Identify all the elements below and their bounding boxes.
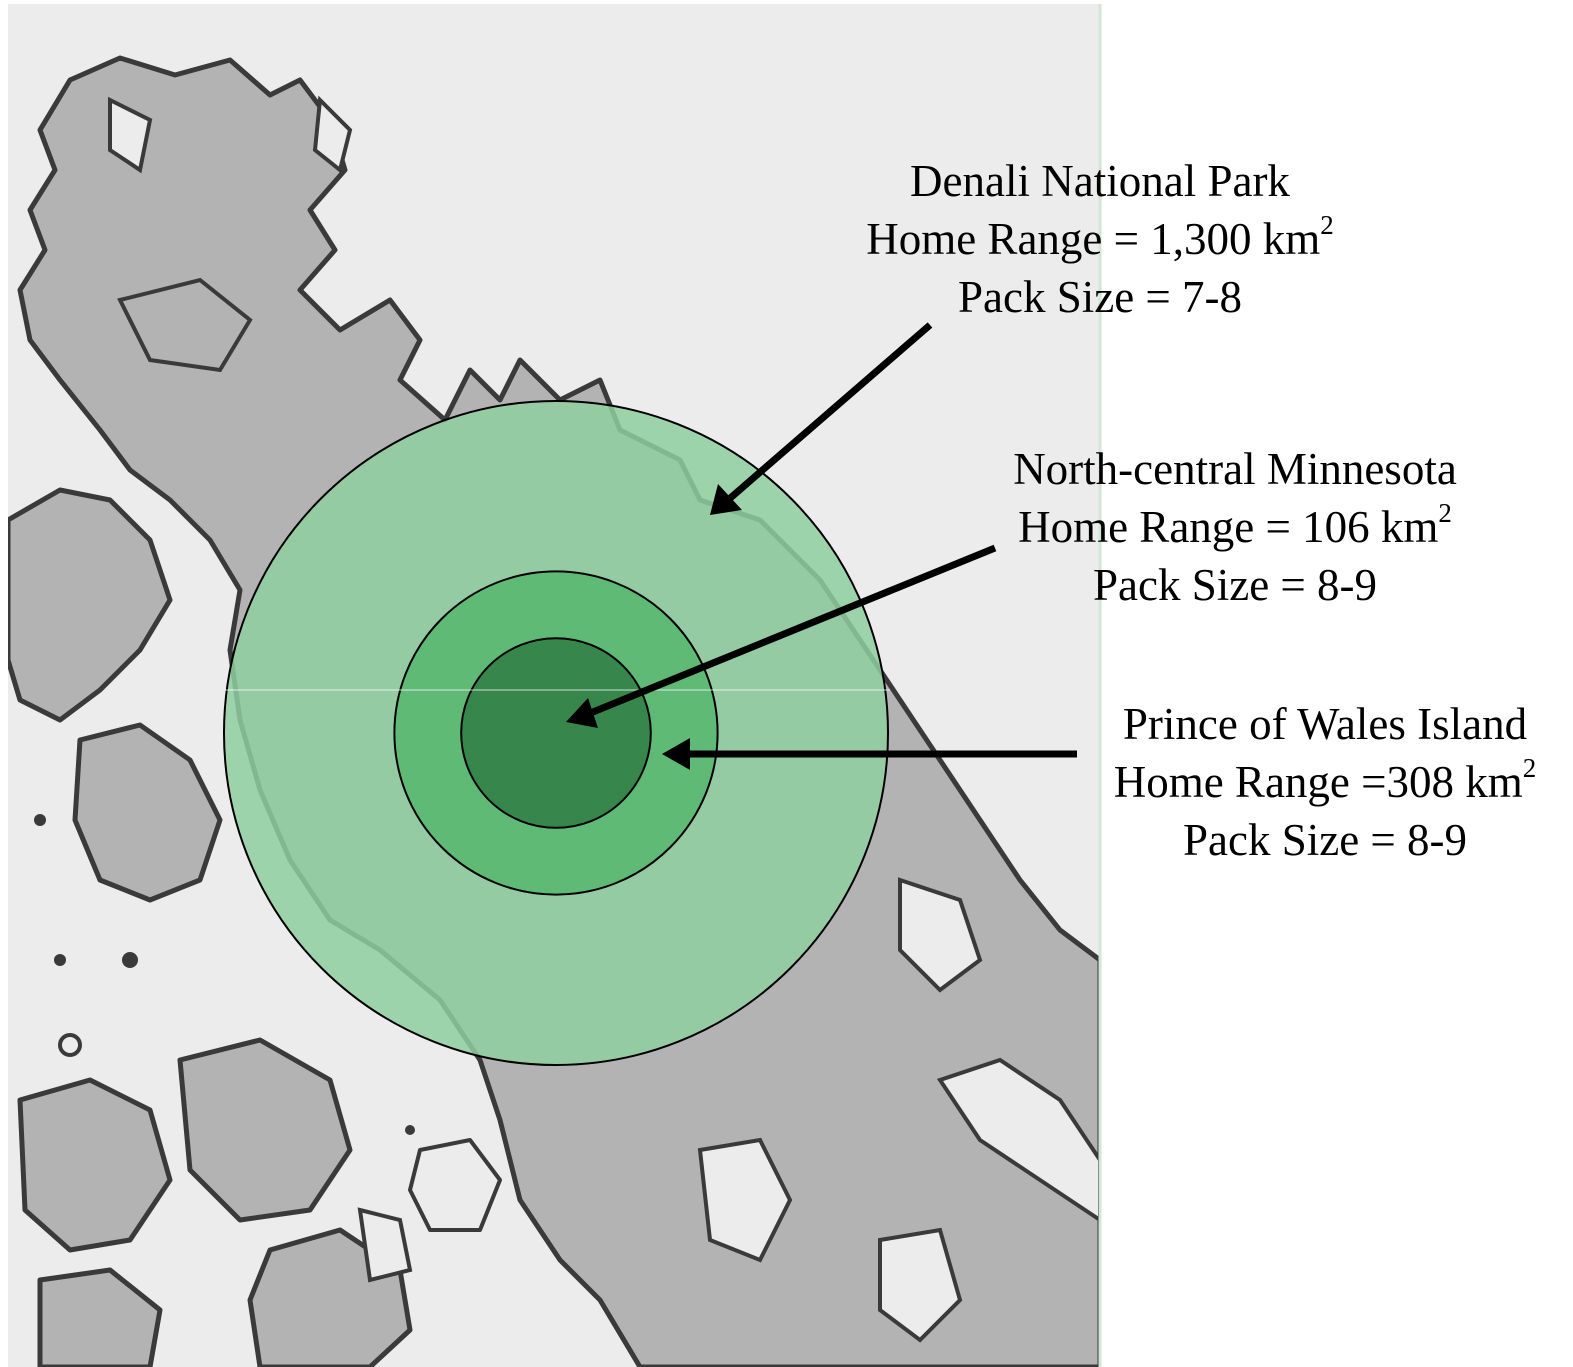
arrow-denali-head — [710, 484, 742, 515]
arrow-minnesota-head — [566, 698, 598, 728]
arrow-denali-shaft — [725, 322, 933, 503]
islet — [405, 1125, 415, 1135]
islet — [34, 814, 46, 826]
inlet — [117, 277, 253, 373]
island-south-1 — [17, 1077, 173, 1253]
islet — [58, 1033, 82, 1057]
denali-range-prefix: Home Range = — [866, 214, 1151, 264]
minnesota-range-prefix: Home Range = — [1018, 502, 1303, 552]
denali-pack-size: Pack Size = 7-8 — [957, 272, 1243, 322]
arrow-denali — [710, 322, 933, 515]
pow-name: Prince of Wales Island — [1122, 699, 1528, 749]
pow-range-value: 308 km — [1386, 757, 1523, 807]
arrow-minnesota-shaft — [586, 544, 997, 718]
inlet — [357, 1207, 413, 1283]
arrow-pow-head — [662, 738, 690, 770]
label-denali: Denali National Park Home Range = 1,300 … — [845, 152, 1355, 326]
minnesota-range-value: 106 km — [1302, 502, 1439, 552]
minnesota-home-range: Home Range = 106 km2 — [995, 498, 1475, 556]
landmass-west — [8, 487, 173, 723]
inlet — [878, 1227, 963, 1343]
ring-minnesota — [460, 637, 652, 829]
denali-range-value: 1,300 km — [1150, 214, 1321, 264]
minnesota-range-sup: 2 — [1438, 498, 1452, 528]
denali-name: Denali National Park — [910, 156, 1290, 206]
arrow-pow — [662, 738, 1077, 770]
label-minnesota: North-central Minnesota Home Range = 106… — [995, 440, 1475, 614]
pow-pack-size: Pack Size = 8-9 — [1182, 815, 1468, 865]
inlet — [697, 1137, 793, 1263]
islet — [54, 954, 66, 966]
arrow-minnesota — [566, 544, 997, 728]
island-south-4 — [37, 1267, 163, 1367]
denali-home-range: Home Range = 1,300 km2 — [845, 210, 1355, 268]
inlet — [936, 1057, 1100, 1223]
island-southwest — [72, 722, 223, 903]
island-south-5 — [408, 1138, 502, 1232]
home-range-rings — [223, 400, 889, 1066]
pow-range-sup: 2 — [1522, 753, 1537, 783]
denali-range-sup: 2 — [1320, 210, 1334, 240]
label-prince-of-wales: Prince of Wales Island Home Range =308 k… — [1090, 695, 1560, 869]
pow-range-prefix: Home Range = — [1113, 757, 1387, 807]
island-south-2 — [177, 1037, 353, 1223]
inlet — [898, 877, 983, 993]
islet — [122, 952, 138, 968]
minnesota-pack-size: Pack Size = 8-9 — [1092, 560, 1378, 610]
inlet — [312, 95, 353, 174]
pow-home-range: Home Range =308 km2 — [1090, 753, 1560, 811]
minnesota-name: North-central Minnesota — [1013, 444, 1457, 494]
inlet — [108, 96, 153, 174]
